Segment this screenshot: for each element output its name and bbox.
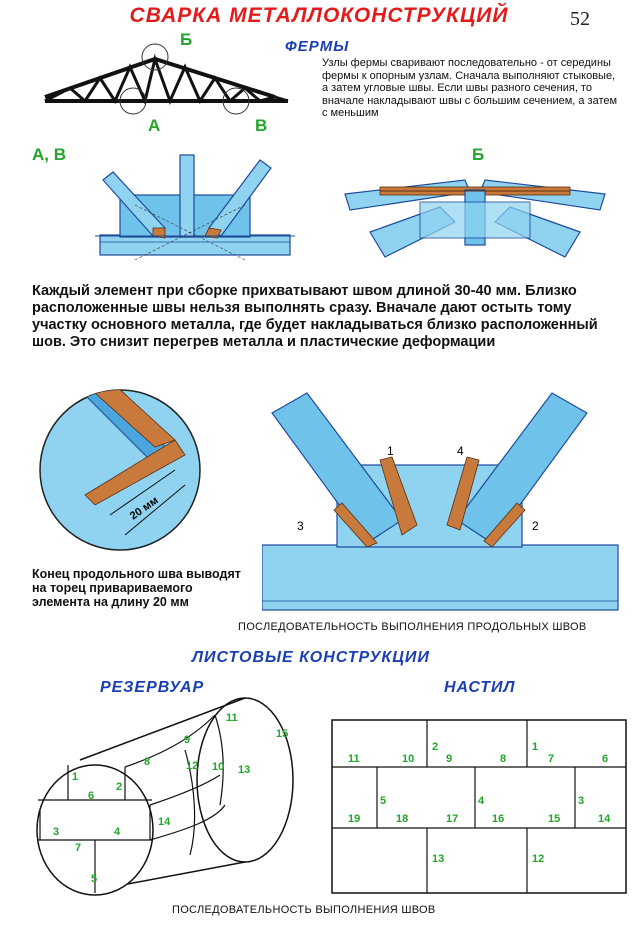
deck-number-18: 18 bbox=[396, 813, 408, 825]
deck-number-5: 5 bbox=[380, 795, 386, 807]
trusses-description: Узлы фермы сваривают последовательно - о… bbox=[322, 57, 618, 119]
detail-note: Конец продольного шва выводят на торец п… bbox=[32, 567, 241, 609]
page-title: СВАРКА МЕТАЛЛОКОНСТРУКЦИЙ bbox=[129, 4, 509, 27]
truss-node-a: А bbox=[148, 116, 160, 135]
trusses-heading: ФЕРМЫ bbox=[285, 38, 350, 55]
deck-number-17: 17 bbox=[446, 813, 458, 825]
deck-drawing: 11 10 2 9 8 1 7 6 5 4 3 19 18 17 16 15 1… bbox=[331, 719, 627, 894]
sequence-label-3: 3 bbox=[297, 519, 304, 533]
main-paragraph: Каждый элемент при сборке прихватывают ш… bbox=[32, 283, 598, 350]
tank-number-5: 5 bbox=[91, 873, 97, 885]
truss-diagram: Б А В bbox=[44, 30, 289, 135]
tank-number-15: 15 bbox=[276, 728, 288, 740]
node-av-label: А, В bbox=[32, 145, 66, 164]
sheet-heading: ЛИСТОВЫЕ КОНСТРУКЦИИ bbox=[192, 649, 430, 666]
deck-number-11: 11 bbox=[348, 753, 360, 765]
sequence-label-4: 4 bbox=[457, 444, 464, 458]
tank-number-12: 12 bbox=[186, 760, 198, 772]
sheet-caption: ПОСЛЕДОВАТЕЛЬНОСТЬ ВЫПОЛНЕНИЯ ШВОВ bbox=[172, 904, 436, 916]
tank-number-13: 13 bbox=[238, 764, 250, 776]
tank-number-2: 2 bbox=[116, 781, 122, 793]
deck-number-14: 14 bbox=[598, 813, 611, 825]
seam-detail-circle: 20 мм bbox=[39, 389, 201, 551]
tank-number-14: 14 bbox=[158, 816, 171, 828]
tank-number-7: 7 bbox=[75, 842, 81, 854]
deck-number-7: 7 bbox=[548, 753, 554, 765]
deck-heading: НАСТИЛ bbox=[444, 679, 516, 696]
deck-number-3: 3 bbox=[578, 795, 584, 807]
deck-number-13: 13 bbox=[432, 853, 444, 865]
deck-number-12: 12 bbox=[532, 853, 544, 865]
sequence-label-1: 1 bbox=[387, 444, 394, 458]
deck-number-4: 4 bbox=[478, 795, 485, 807]
deck-number-8: 8 bbox=[500, 753, 506, 765]
tank-number-3: 3 bbox=[53, 826, 59, 838]
tank-number-11: 11 bbox=[226, 712, 238, 724]
tank-number-10: 10 bbox=[212, 761, 224, 773]
tank-number-4: 4 bbox=[114, 826, 121, 838]
deck-number-15: 15 bbox=[548, 813, 560, 825]
node-b-label: Б bbox=[472, 145, 485, 164]
tank-number-1: 1 bbox=[72, 771, 78, 783]
sequence-label-2: 2 bbox=[532, 519, 539, 533]
deck-number-6: 6 bbox=[602, 753, 608, 765]
tank-drawing: 1 2 3 4 5 6 7 8 9 10 11 12 13 14 15 bbox=[36, 697, 294, 896]
tank-number-9: 9 bbox=[184, 734, 190, 746]
page-number: 52 bbox=[570, 8, 590, 30]
deck-number-2: 2 bbox=[432, 741, 438, 753]
deck-number-1: 1 bbox=[532, 741, 538, 753]
tank-heading: РЕЗЕРВУАР bbox=[100, 679, 205, 696]
truss-node-v: В bbox=[255, 116, 267, 135]
longitudinal-caption: ПОСЛЕДОВАТЕЛЬНОСТЬ ВЫПОЛНЕНИЯ ПРОДОЛЬНЫХ… bbox=[238, 621, 587, 633]
deck-number-16: 16 bbox=[492, 813, 504, 825]
truss-node-b: Б bbox=[180, 30, 192, 49]
tank-number-6: 6 bbox=[88, 790, 94, 802]
deck-number-9: 9 bbox=[446, 753, 452, 765]
deck-number-10: 10 bbox=[402, 753, 414, 765]
node-b-drawing bbox=[344, 179, 606, 258]
deck-number-19: 19 bbox=[348, 813, 360, 825]
tank-number-8: 8 bbox=[144, 756, 150, 768]
longitudinal-seam-drawing: 1 4 3 2 bbox=[262, 392, 619, 611]
node-av-drawing bbox=[95, 154, 295, 261]
